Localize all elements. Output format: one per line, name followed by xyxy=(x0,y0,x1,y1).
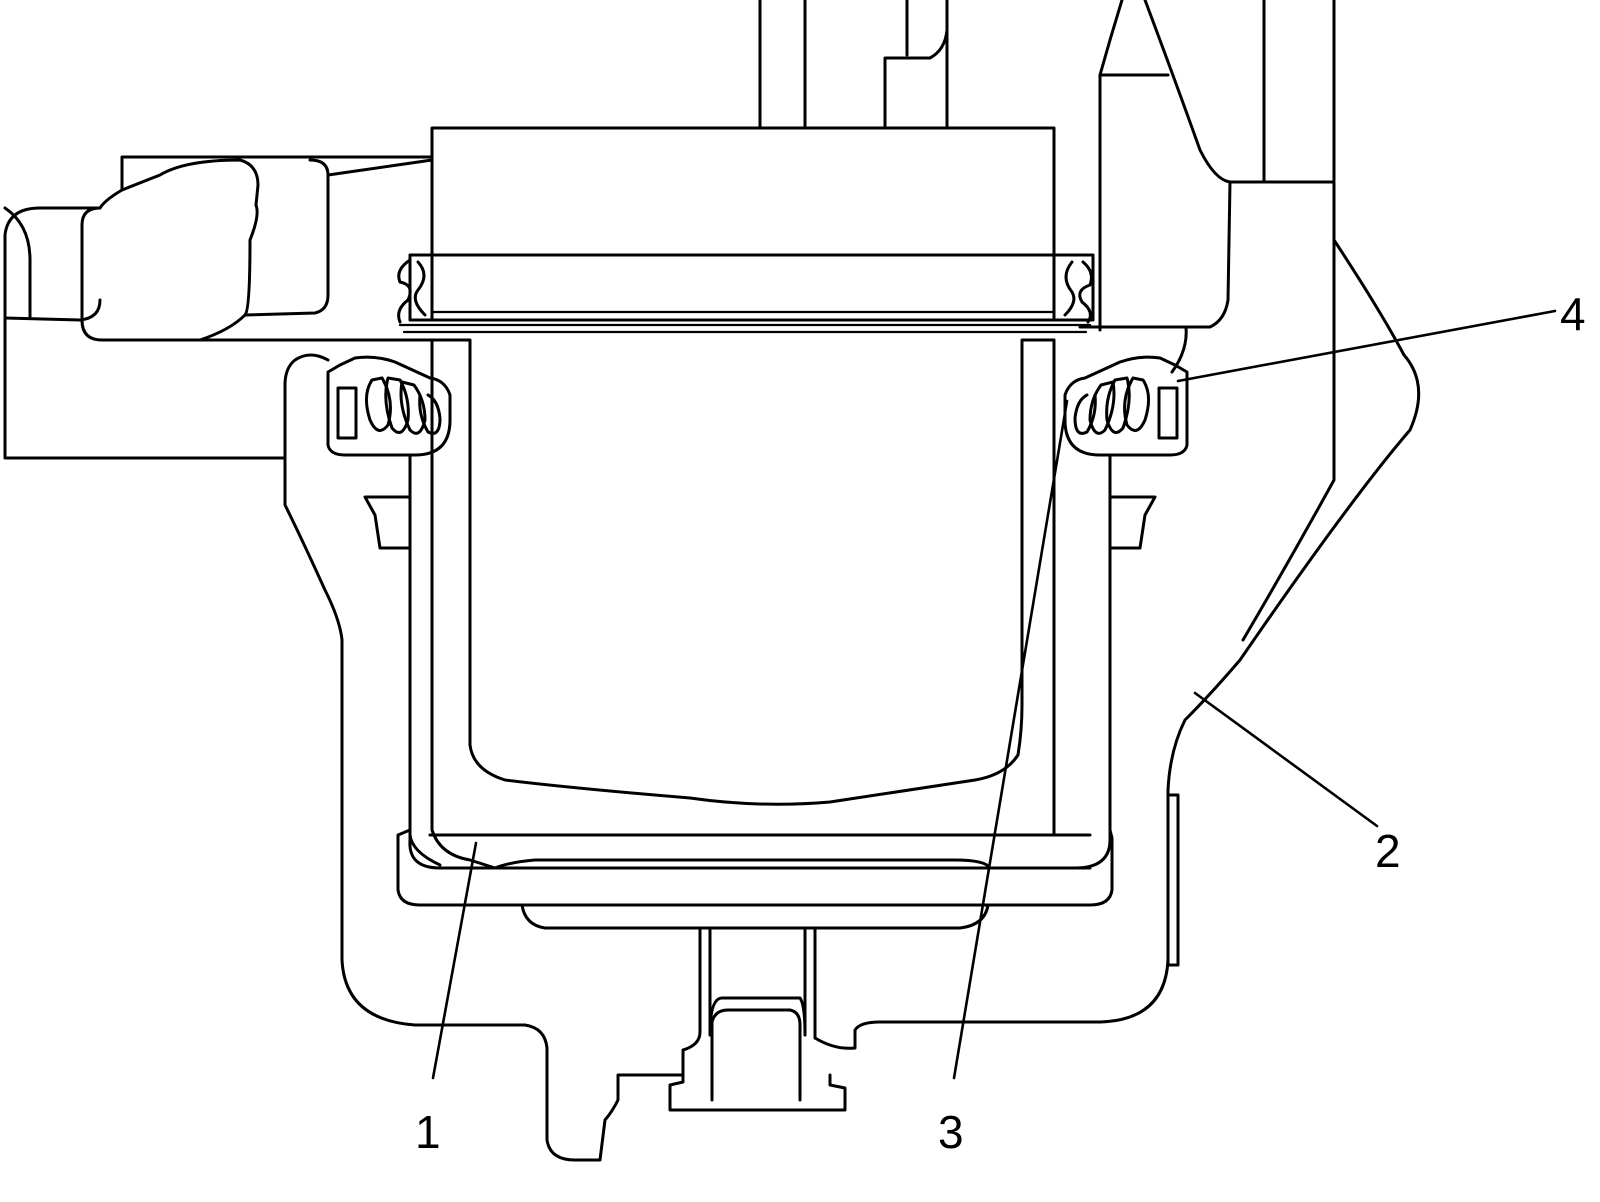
callout-4: 4 xyxy=(1560,288,1586,340)
lower-housing xyxy=(283,353,1180,1162)
leader-1 xyxy=(431,841,478,1080)
seal-lip-ring xyxy=(397,253,1095,334)
upper-right-housing xyxy=(1078,0,1421,792)
callout-3: 3 xyxy=(938,1106,964,1158)
callout-2: 2 xyxy=(1375,825,1401,877)
leader-4 xyxy=(1176,309,1557,383)
leader-2 xyxy=(1193,691,1379,828)
callout-labels: 1 2 3 4 xyxy=(415,288,1586,1158)
leader-lines xyxy=(431,309,1557,1080)
bottom-stem xyxy=(668,928,847,1112)
left-spring-seal xyxy=(326,355,452,457)
left-arm xyxy=(3,155,434,460)
inner-cup xyxy=(408,338,1092,870)
upper-rods xyxy=(758,0,1336,182)
right-spring-seal xyxy=(1063,355,1189,457)
top-cap xyxy=(430,126,1056,257)
leader-3 xyxy=(952,399,1069,1080)
callout-1: 1 xyxy=(415,1106,441,1158)
side-tabs xyxy=(363,495,1157,550)
